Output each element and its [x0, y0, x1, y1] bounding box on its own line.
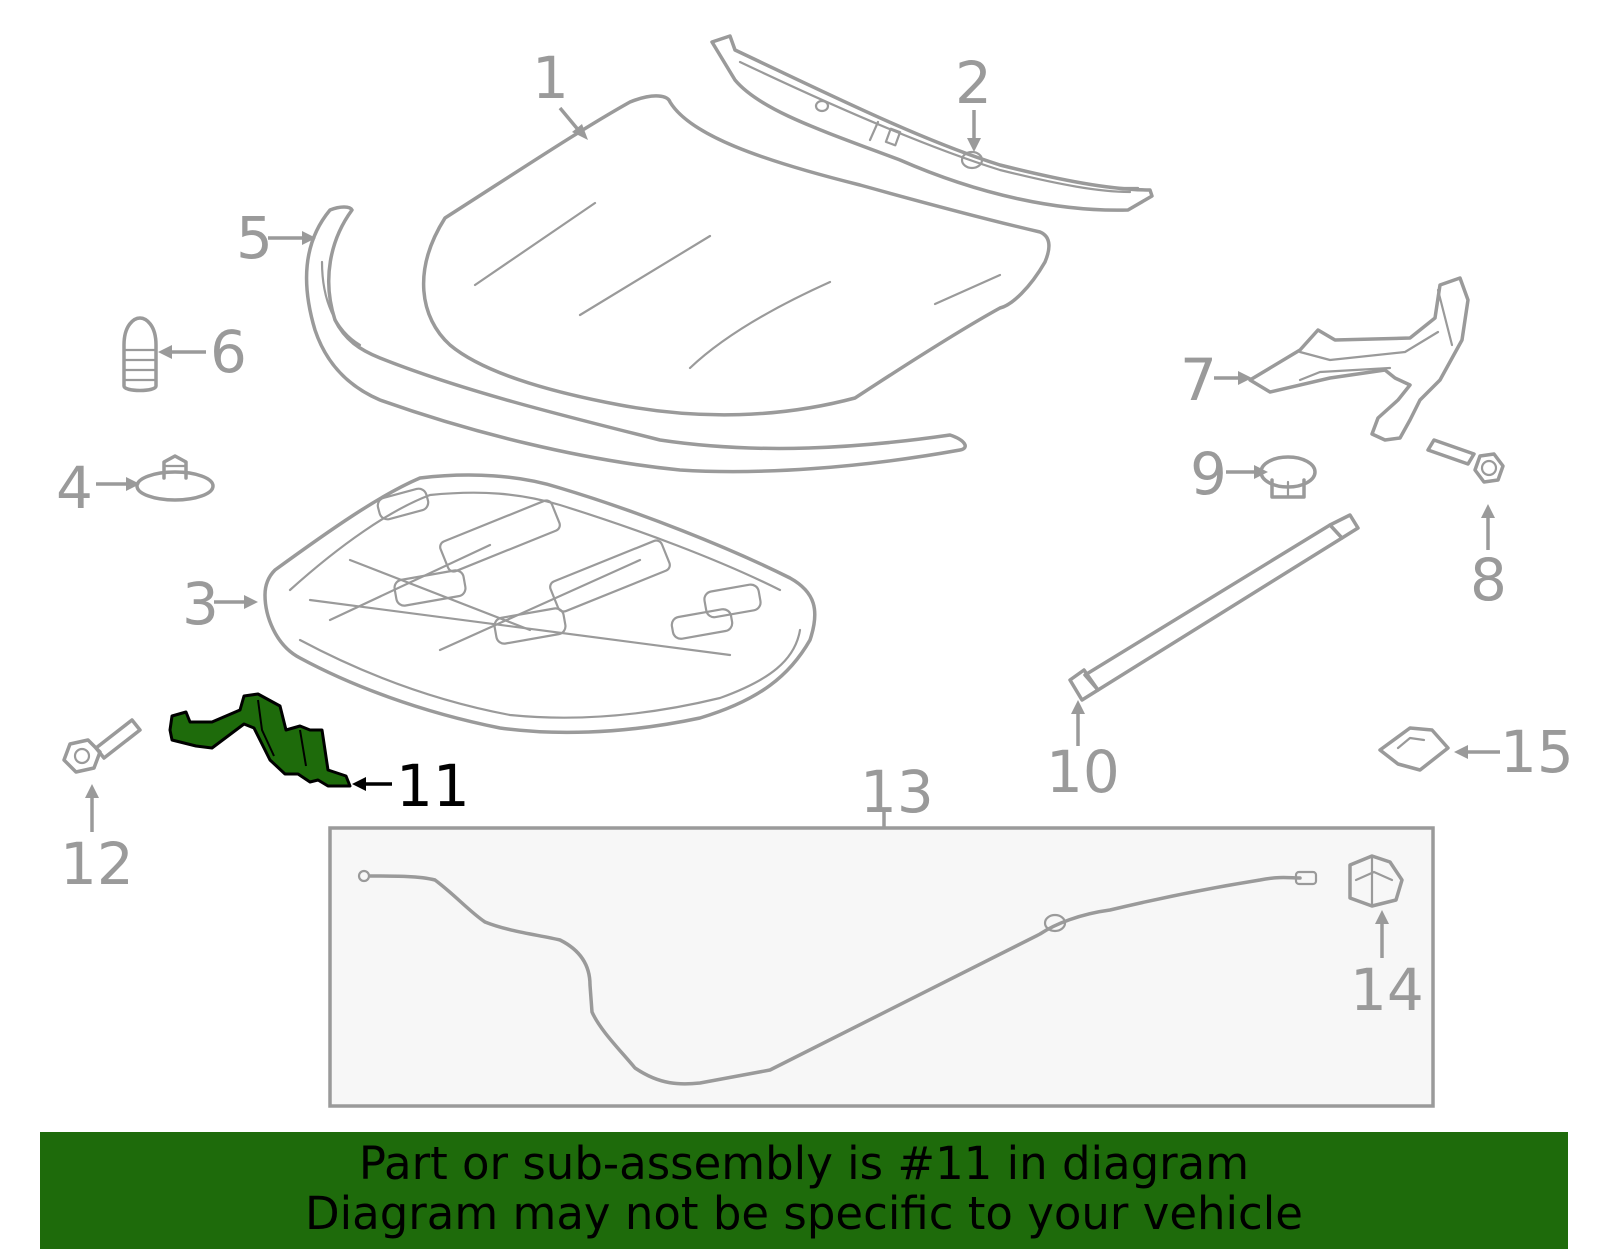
- part-7-hinge: [1248, 276, 1470, 442]
- inset-box: [328, 812, 1435, 1108]
- part-5-weatherstrip: [304, 205, 967, 474]
- callout-2: 2: [955, 49, 992, 117]
- part-8-bolt: [1426, 438, 1505, 484]
- part-1-hood: [421, 94, 1051, 417]
- banner-line-1: Part or sub-assembly is #11 in diagram: [358, 1137, 1250, 1190]
- part-14-clip: [1348, 854, 1404, 908]
- part-9-nut: [1259, 455, 1317, 499]
- part-11-bracket: [168, 692, 352, 788]
- callout-3: 3: [182, 570, 219, 638]
- callout-12: 12: [60, 830, 134, 898]
- callout-14: 14: [1350, 956, 1424, 1024]
- callout-13: 13: [860, 758, 934, 826]
- part-3-insulator: [263, 473, 817, 735]
- part-6-bumper: [122, 316, 158, 393]
- callout-10: 10: [1046, 738, 1120, 806]
- part-13-release-cable: [357, 869, 1318, 1086]
- part-2-seal: [710, 34, 1154, 212]
- callout-4: 4: [56, 454, 93, 522]
- callout-5: 5: [236, 204, 273, 272]
- callout-labels: 1 2 5 6 4 3 7 9 8 10 15 12 11 13 14: [56, 44, 1574, 1024]
- callout-arrows: [85, 106, 1500, 958]
- callout-11: 11: [396, 752, 470, 820]
- callout-8: 8: [1470, 546, 1507, 614]
- part-4-bumper: [135, 454, 215, 502]
- banner-line-2: Diagram may not be specific to your vehi…: [305, 1187, 1303, 1240]
- part-15-clip: [1378, 726, 1450, 772]
- callout-6: 6: [210, 318, 247, 386]
- callout-1: 1: [532, 44, 569, 112]
- info-banner: Part or sub-assembly is #11 in diagram D…: [40, 1132, 1568, 1249]
- part-12-bolt: [62, 718, 142, 774]
- part-10-support-rod: [1068, 513, 1360, 702]
- callout-7: 7: [1180, 346, 1217, 414]
- callout-15: 15: [1500, 718, 1574, 786]
- callout-9: 9: [1190, 440, 1227, 508]
